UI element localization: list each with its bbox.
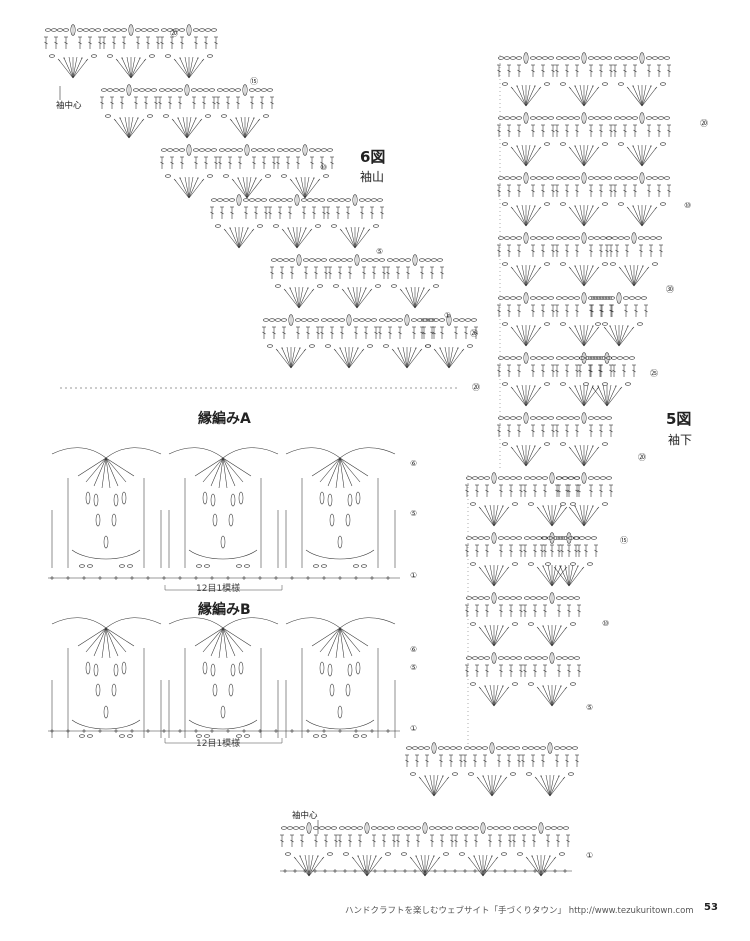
fig6-subtitle: 袖山	[360, 170, 385, 184]
fig5-arrow-2: ⑩	[684, 201, 691, 210]
fig5-center-label: 袖中心	[292, 810, 318, 821]
edge-b-repeat-label: 12目1模様	[196, 739, 241, 749]
fig6-arrow-1: ⑳	[170, 29, 178, 38]
fig6-arrow-6: ⑳	[470, 329, 478, 338]
edge-b-row-arrows: ⑥ ⑤ ①	[410, 645, 417, 733]
fig5-bottom-row	[280, 868, 572, 874]
edge-b-title: 縁編みB	[198, 602, 251, 618]
edge-a-arrow-6: ⑥	[410, 459, 417, 468]
fig5-subtitle: 袖下	[668, 433, 693, 447]
edge-a-chart	[48, 448, 400, 591]
fig6-title: 6図	[360, 148, 386, 166]
edge-b-arrow-5: ⑤	[410, 663, 417, 672]
fig5-arrow-1: ⑳	[700, 119, 708, 128]
edge-a-repeat-label: 12目1模様	[196, 584, 241, 594]
edge-b-arrow-6: ⑥	[410, 645, 417, 654]
page-number: 53	[704, 902, 718, 913]
fig5-arrow-7: ⑩	[602, 619, 609, 628]
edge-a-title: 縁編みA	[198, 411, 251, 427]
fig5-title: 5図	[666, 410, 692, 428]
fig5-arrow-8: ⑤	[586, 703, 593, 712]
fig6-row-arrows: ⑳ ⑮ ⑩ ⑤ ① ⑳ ⑳	[170, 29, 480, 392]
fig5-arrow-3: ㉚	[666, 285, 674, 294]
fig5-arrow-9: ①	[586, 851, 593, 860]
fig6-arrow-2: ⑮	[250, 77, 258, 86]
edge-a-row-arrows: ⑥ ⑤ ①	[410, 459, 417, 580]
edge-b-chart	[48, 618, 400, 744]
edge-a-arrow-5: ⑤	[410, 509, 417, 518]
fig6-center-label: 袖中心	[56, 100, 82, 111]
fig6-arrow-5: ①	[444, 311, 451, 320]
figure-6-chart	[44, 25, 478, 369]
footer-text: ハンドクラフトを楽しむウェブサイト「手づくりタウン」 http://www.te…	[345, 906, 694, 916]
fig5-arrow-4: ㉕	[650, 369, 658, 378]
figure-5-chart	[280, 53, 671, 877]
fig5-arrow-5: ⑳	[638, 453, 646, 462]
fig6-arrow-4: ⑤	[376, 247, 383, 256]
fig6-arrow-7: ⑳	[472, 383, 480, 392]
fig5-row-arrows: ⑳ ⑩ ㉚ ㉕ ⑳ ⑮ ⑩ ⑤ ①	[586, 119, 708, 860]
fig6-arrow-3: ⑩	[320, 163, 327, 172]
edge-a-arrow-1: ①	[410, 571, 417, 580]
edge-b-arrow-1: ①	[410, 724, 417, 733]
fig5-arrow-6: ⑮	[620, 536, 628, 545]
